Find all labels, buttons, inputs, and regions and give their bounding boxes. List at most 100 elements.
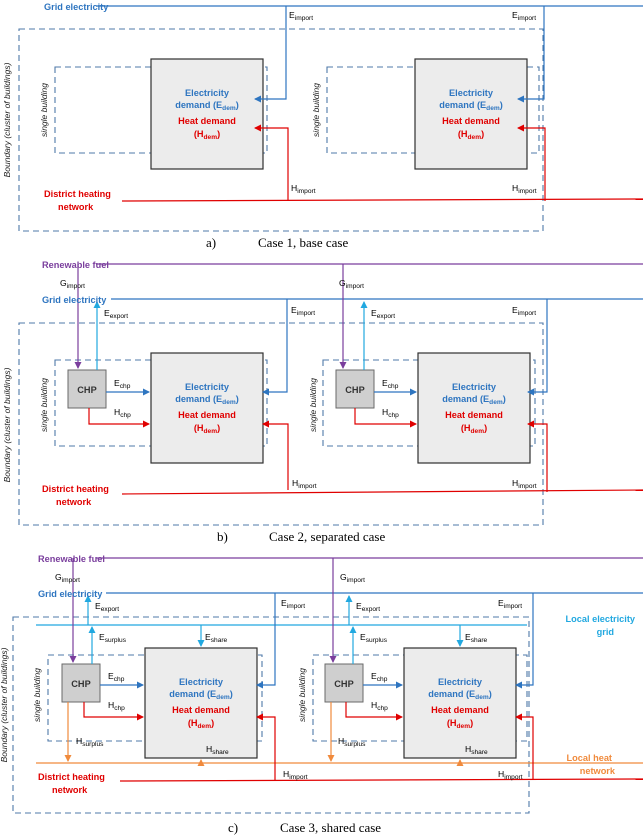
boundary [18, 28, 544, 232]
g-import-label: Gimport [340, 572, 365, 584]
local-electricity-label-1: Local electricity [566, 614, 636, 624]
h-import-line [517, 124, 546, 201]
e-chp-label: Echp [114, 378, 131, 390]
e-import-line [262, 299, 288, 396]
electricity-demand-label: Electricity [449, 88, 494, 98]
heat-demand-label: Heat demand [172, 705, 230, 715]
electricity-demand-label: Electricity [185, 88, 230, 98]
e-import-label: Eimport [512, 10, 536, 22]
local-heat-label-2: network [580, 766, 616, 776]
single-building-label: single building [308, 378, 318, 432]
e-import-label: Eimport [281, 598, 305, 610]
e-import-label: Eimport [512, 305, 536, 317]
h-import-line [527, 420, 548, 492]
district-heating-label-2: network [52, 785, 88, 795]
h-chp-line [88, 408, 150, 428]
boundary-label: Boundary (cluster of buildings) [0, 647, 9, 762]
renewable-fuel-label: Renewable fuel [38, 554, 105, 564]
single-building-label: single building [39, 378, 49, 432]
boundary-label: Boundary (cluster of buildings) [2, 62, 12, 177]
e-import-line [527, 299, 548, 396]
h-import-line [254, 124, 289, 201]
electricity-demand-label: Electricity [185, 382, 230, 392]
g-import-label: Gimport [339, 278, 364, 290]
e-import-label: Eimport [289, 10, 313, 22]
local-heat-label-1: Local heat [567, 753, 612, 763]
heat-demand-label-2: (Hdem) [188, 718, 214, 730]
demand-box [150, 352, 264, 464]
e-export-label: Eexport [356, 601, 380, 613]
h-surplus-label: Hsurplus [76, 736, 104, 748]
h-chp-line [354, 408, 417, 428]
chp-box [67, 369, 107, 409]
chp-box [61, 663, 101, 703]
h-chp-label: Hchp [108, 700, 125, 712]
heat-demand-label: Heat demand [178, 116, 236, 126]
e-chp-label: Echp [108, 671, 125, 683]
e-import-line [515, 593, 534, 689]
electricity-demand-label: Electricity [179, 677, 224, 687]
heat-demand-label-2: (Hdem) [194, 129, 220, 141]
electricity-demand-label-2: demand (Edem) [175, 394, 239, 406]
h-import-label: Himport [292, 478, 317, 490]
h-import-line [256, 713, 276, 781]
chp-label: CHP [334, 679, 353, 689]
renewable-fuel-label: Renewable fuel [42, 260, 109, 270]
h-share-label: Hshare [206, 744, 229, 756]
heat-demand-label: Heat demand [445, 410, 503, 420]
h-import-label: Himport [512, 183, 537, 195]
district-heating-label-1: District heating [42, 484, 109, 494]
boundary [12, 616, 530, 814]
district-heating-line [121, 489, 643, 495]
chp-label: CHP [71, 679, 90, 689]
electricity-demand-label-2: demand (Edem) [428, 689, 492, 701]
h-chp-label: Hchp [371, 700, 388, 712]
boundary-label: Boundary (cluster of buildings) [2, 367, 12, 482]
e-import-label: Eimport [291, 305, 315, 317]
single-building-label: single building [311, 83, 321, 137]
heat-demand-label: Heat demand [442, 116, 500, 126]
district-heating-line [121, 198, 643, 202]
h-import-label: Himport [498, 769, 523, 781]
e-share-label: Eshare [205, 632, 228, 644]
e-import-line [517, 6, 545, 103]
e-surplus-label: Esurplus [360, 632, 388, 644]
electricity-demand-label: Electricity [438, 677, 483, 687]
h-chp-line [345, 702, 403, 721]
e-export-label: Eexport [95, 601, 119, 613]
caption-letter: b) [217, 529, 228, 544]
demand-box [144, 647, 258, 759]
district-heating-line [119, 778, 643, 782]
h-chp-line [83, 702, 144, 721]
h-chp-label: Hchp [382, 407, 399, 419]
g-import-label: Gimport [60, 278, 85, 290]
electricity-demand-label-2: demand (Edem) [175, 100, 239, 112]
caption-title: Case 1, base case [258, 235, 348, 250]
district-heating-label-2: network [56, 497, 92, 507]
e-export-label: Eexport [371, 308, 395, 320]
heat-demand-label-2: (Hdem) [458, 129, 484, 141]
e-export-label: Eexport [104, 308, 128, 320]
grid-electricity-label: Grid electricity [42, 295, 107, 305]
e-surplus-label: Esurplus [99, 632, 127, 644]
e-share-label: Eshare [465, 632, 488, 644]
h-surplus-label: Hsurplus [338, 736, 366, 748]
chp-box [324, 663, 364, 703]
e-import-line [256, 593, 276, 689]
h-import-label: Himport [283, 769, 308, 781]
district-heating-label-2: network [58, 202, 94, 212]
heat-demand-label-2: (Hdem) [461, 423, 487, 435]
district-heating-label-1: District heating [44, 189, 111, 199]
electricity-demand-label: Electricity [452, 382, 497, 392]
demand-box [403, 647, 517, 759]
caption-letter: a) [206, 235, 216, 250]
local-electricity-label-2: grid [597, 627, 614, 637]
chp-label: CHP [345, 385, 364, 395]
electricity-demand-label-2: demand (Edem) [442, 394, 506, 406]
heat-demand-label: Heat demand [178, 410, 236, 420]
caption-letter: c) [228, 820, 238, 835]
electricity-demand-label-2: demand (Edem) [439, 100, 503, 112]
heat-demand-label: Heat demand [431, 705, 489, 715]
grid-electricity-label: Grid electricity [44, 2, 109, 12]
flow-lines [12, 5, 643, 814]
